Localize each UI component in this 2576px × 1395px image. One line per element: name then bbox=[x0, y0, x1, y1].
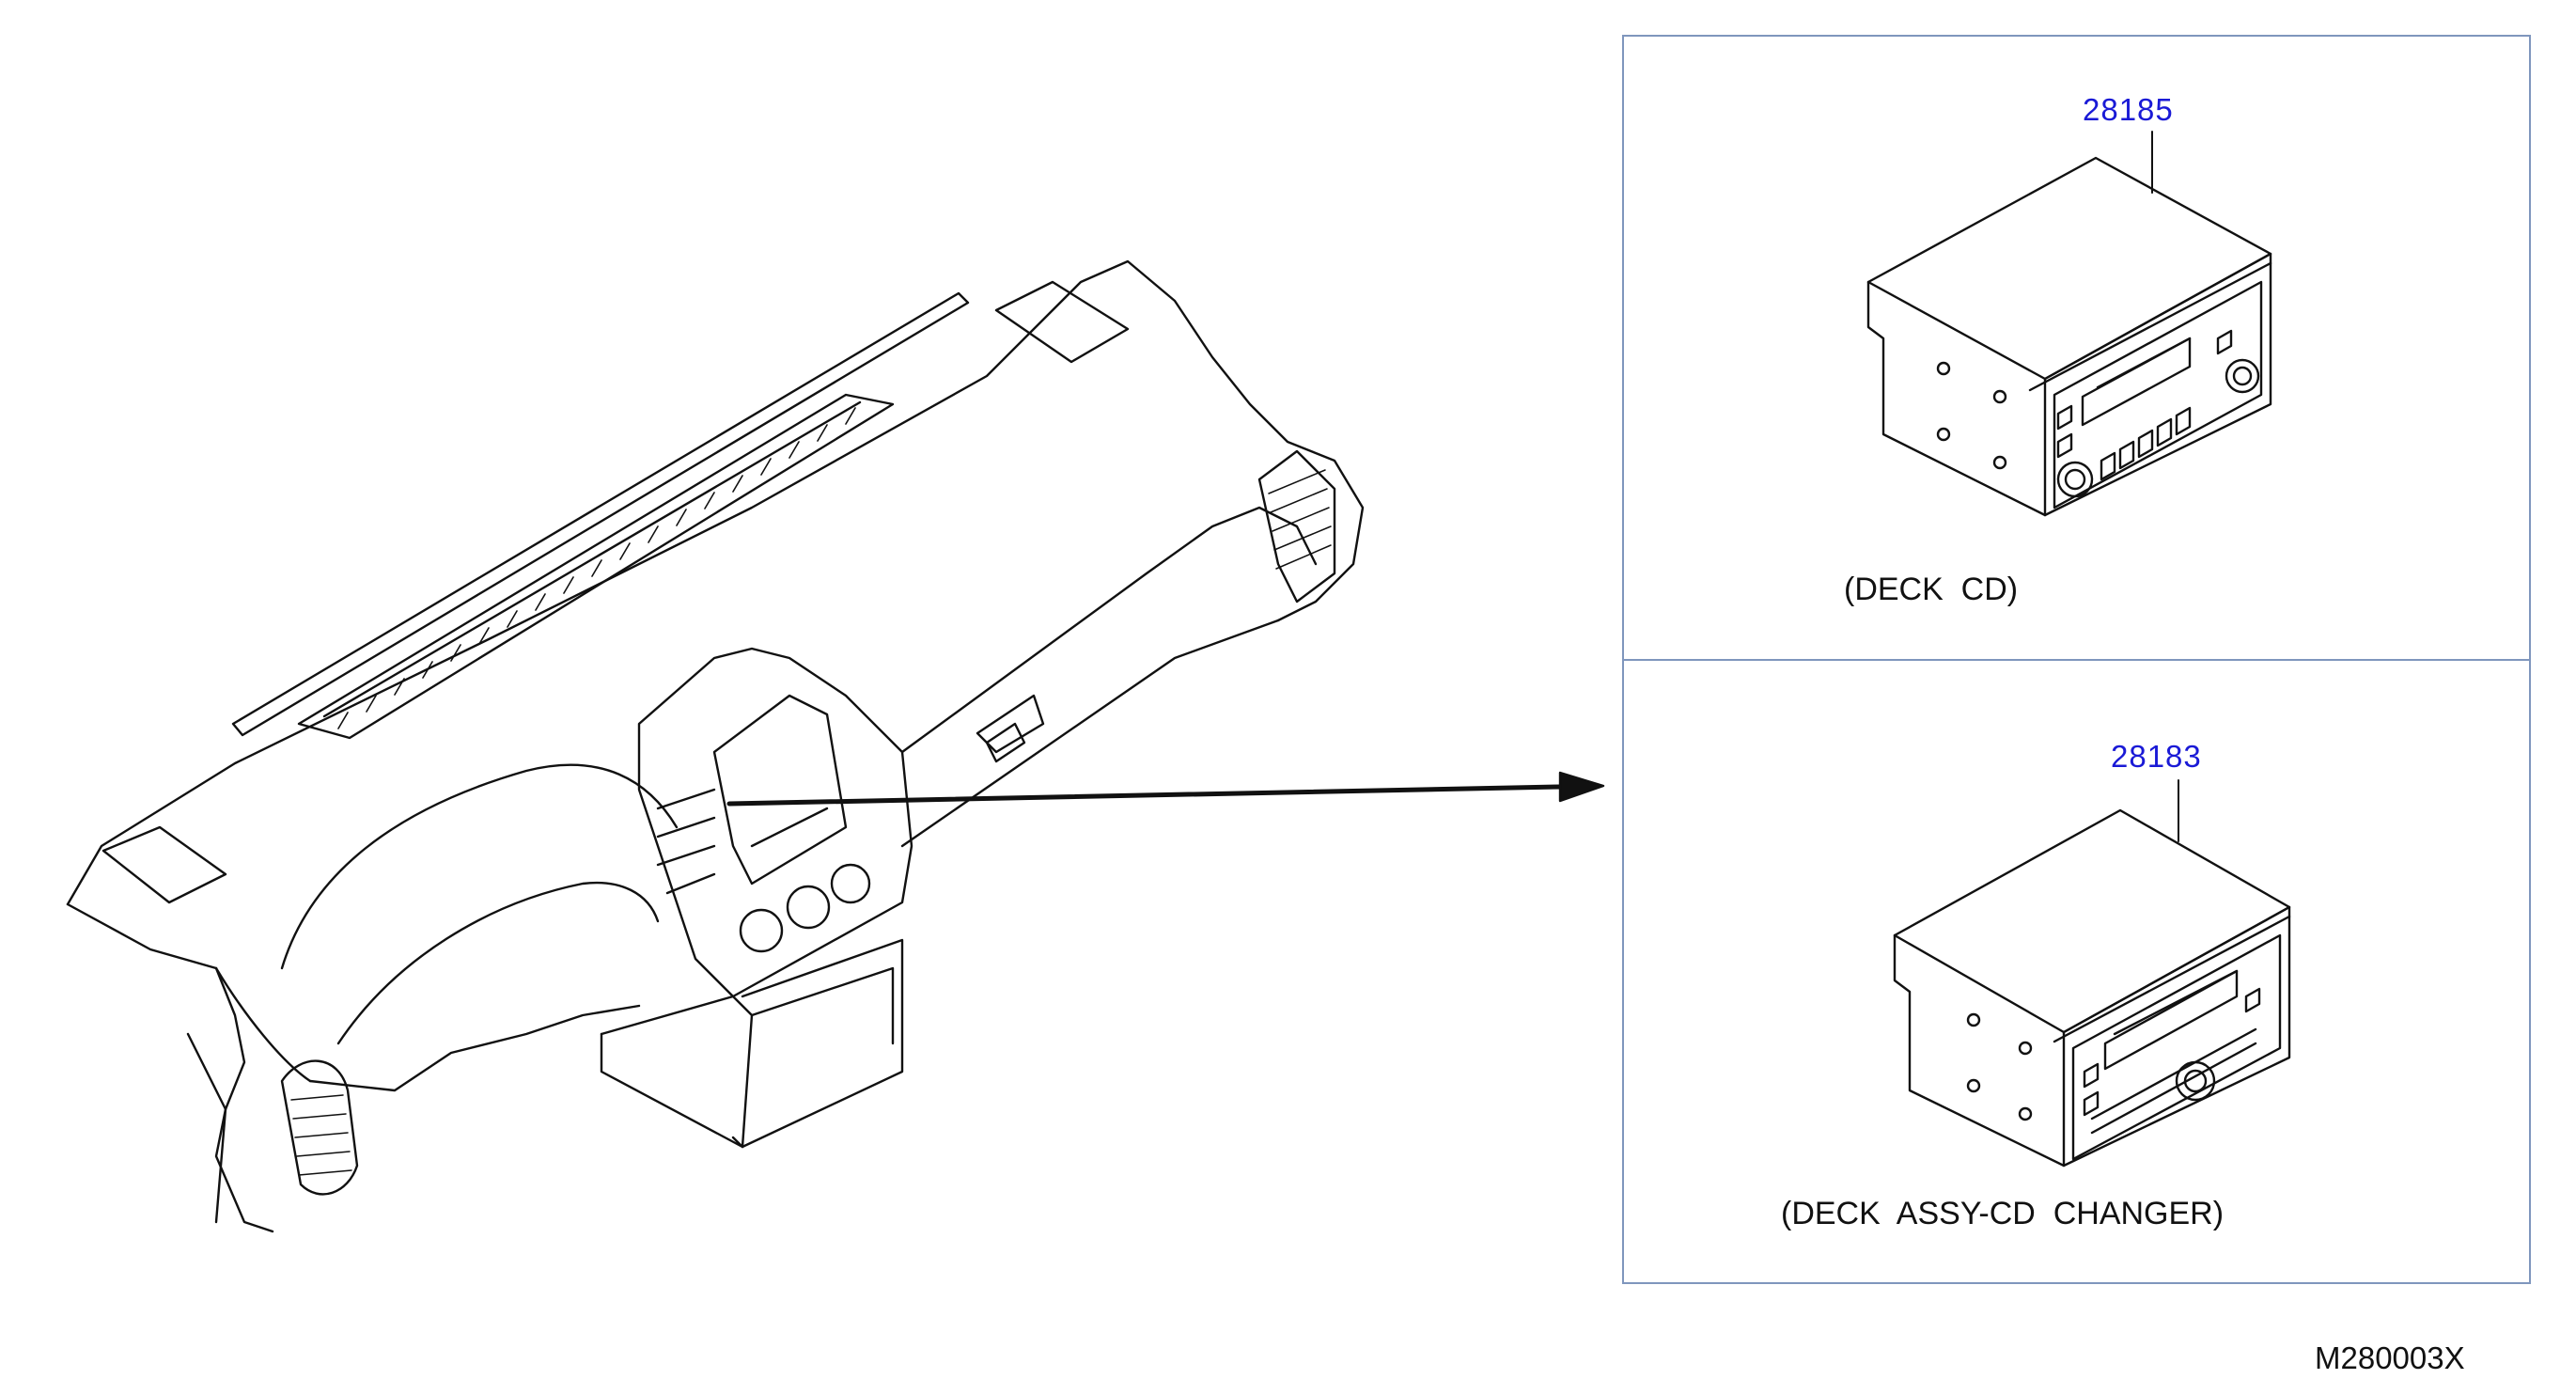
cd-changer-deck-drawing bbox=[1893, 779, 2291, 1168]
part-number-label[interactable]: 28183 bbox=[2111, 739, 2202, 774]
instrument-panel-drawing bbox=[66, 259, 1365, 1233]
part-caption: (DECK ASSY-CD CHANGER) bbox=[1781, 1196, 2225, 1231]
pointer-arrow-line bbox=[726, 784, 1563, 807]
cd-deck-drawing bbox=[1866, 131, 2272, 517]
pointer-arrowhead bbox=[1558, 771, 1605, 803]
part-caption: (DECK CD) bbox=[1844, 572, 2019, 607]
cd-deck-panel bbox=[1622, 35, 2531, 661]
drawing-number: M280003X bbox=[2315, 1340, 2465, 1375]
cd-changer-panel bbox=[1622, 659, 2531, 1284]
part-number-label[interactable]: 28185 bbox=[2083, 92, 2174, 127]
